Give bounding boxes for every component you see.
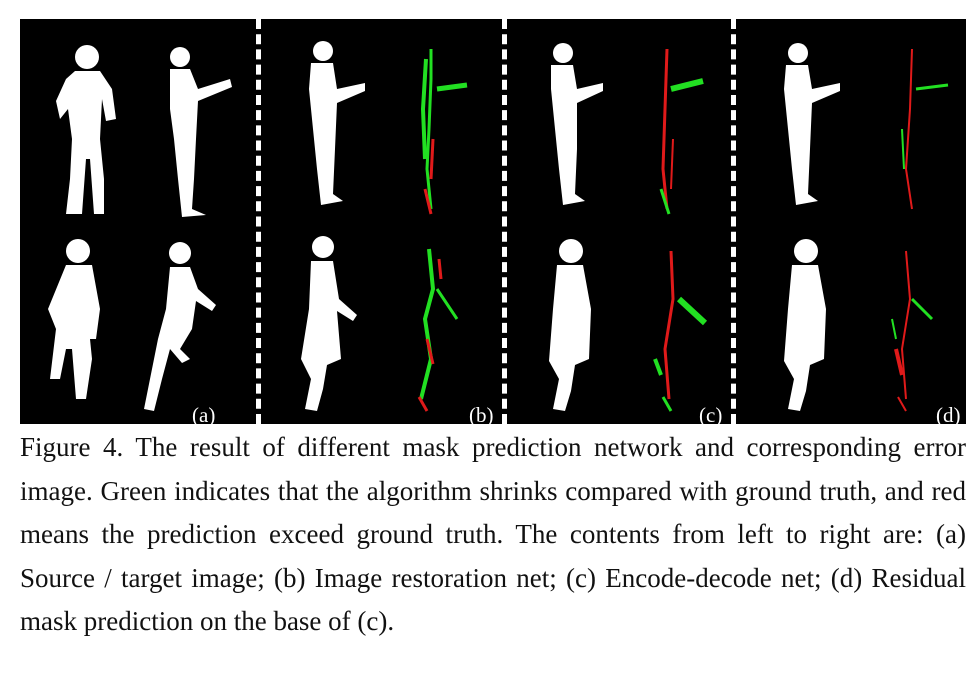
panel-a: (a) <box>20 19 256 427</box>
panel-b: (b) <box>261 19 497 427</box>
panel-divider-3 <box>731 19 736 424</box>
panel-label-d: (d) <box>936 403 961 427</box>
figure-image: (a) (b) <box>20 19 966 427</box>
silhouettes-b <box>301 41 468 412</box>
silhouettes-a <box>48 45 232 411</box>
panel-d: (d) <box>736 19 966 427</box>
panel-label-b: (b) <box>469 403 494 427</box>
silhouettes-c <box>549 43 708 412</box>
panel-c: (c) <box>507 19 731 427</box>
silhouettes-d <box>784 43 949 412</box>
panel-label-a: (a) <box>192 403 216 427</box>
figure-caption: Figure 4. The result of different mask p… <box>20 432 966 636</box>
panel-divider-2 <box>502 19 507 424</box>
panel-divider-1 <box>256 19 261 424</box>
panel-label-c: (c) <box>699 403 723 427</box>
